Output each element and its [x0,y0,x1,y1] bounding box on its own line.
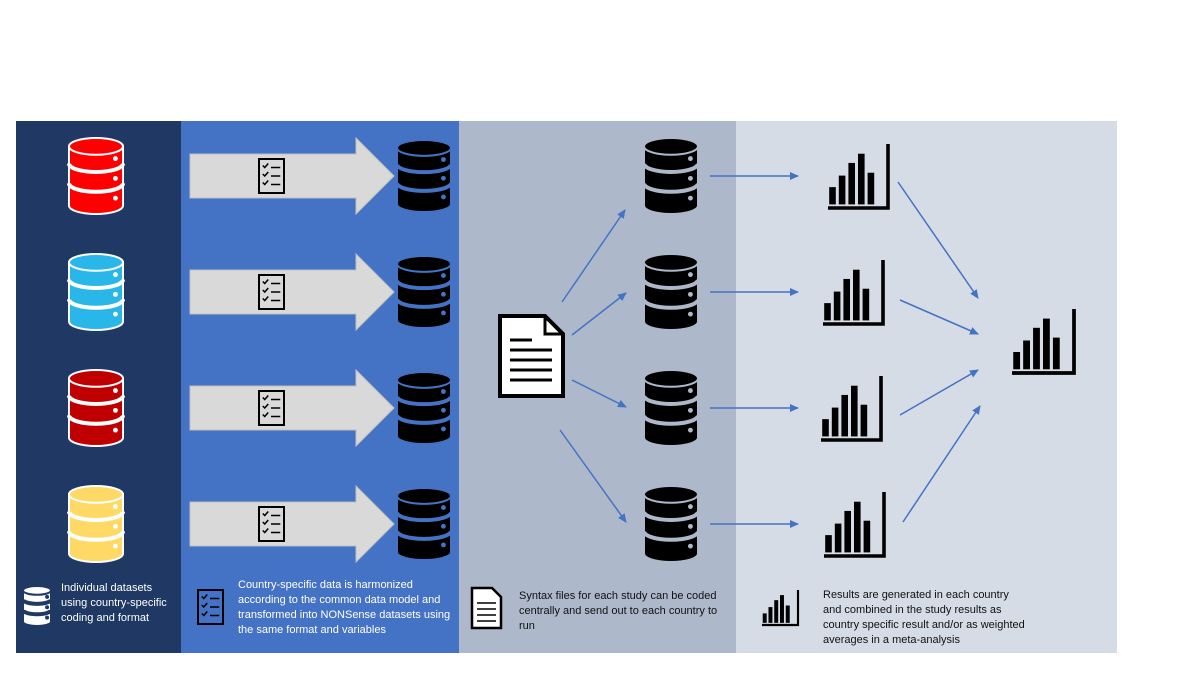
caption-syntax: Syntax files for each study can be coded… [519,590,718,632]
harmonization-arrow [189,368,395,448]
checklist-icon [258,390,285,426]
nonsense-database-icon [395,255,453,329]
nonsense-database-icon [395,371,453,445]
checklist-icon [258,506,285,542]
source-database-icon [67,137,125,215]
result-arrows [710,172,799,528]
syntax-distribution-arrows [559,209,627,523]
checklist-icon [258,274,285,310]
legend-database-icon [21,585,53,627]
caption-harmonized: Country-specific data is harmonized acco… [238,579,451,636]
bar-chart-icon [821,376,883,442]
syntax-document-icon [498,314,565,398]
checklist-icon [258,158,285,194]
country-database-icon [642,252,700,331]
legend-bar-chart-icon [762,590,800,627]
source-database-icon [67,485,125,563]
source-database-icon [67,252,125,331]
caption-individual-datasets: Individual datasets using country-specif… [61,582,167,624]
country-database-icon [642,485,700,563]
nonsense-database-icon [395,487,453,561]
bar-chart-icon [828,144,890,210]
bar-chart-icon [823,260,885,326]
source-database-icon [67,369,125,447]
harmonization-arrow [189,136,395,216]
panel-results [736,121,1117,653]
harmonization-arrow [189,252,395,332]
meta-analysis-arrows [897,181,981,523]
harmonization-arrow [189,484,395,564]
nonsense-database-icon [395,139,453,213]
bar-chart-icon [824,492,886,558]
meta-analysis-chart-icon [1012,309,1076,375]
country-database-icon [642,137,700,215]
country-database-icon [642,369,700,447]
caption-results: Results are generated in each country an… [823,589,1025,646]
legend-checklist-icon [197,589,224,625]
legend-document-icon [470,586,503,630]
